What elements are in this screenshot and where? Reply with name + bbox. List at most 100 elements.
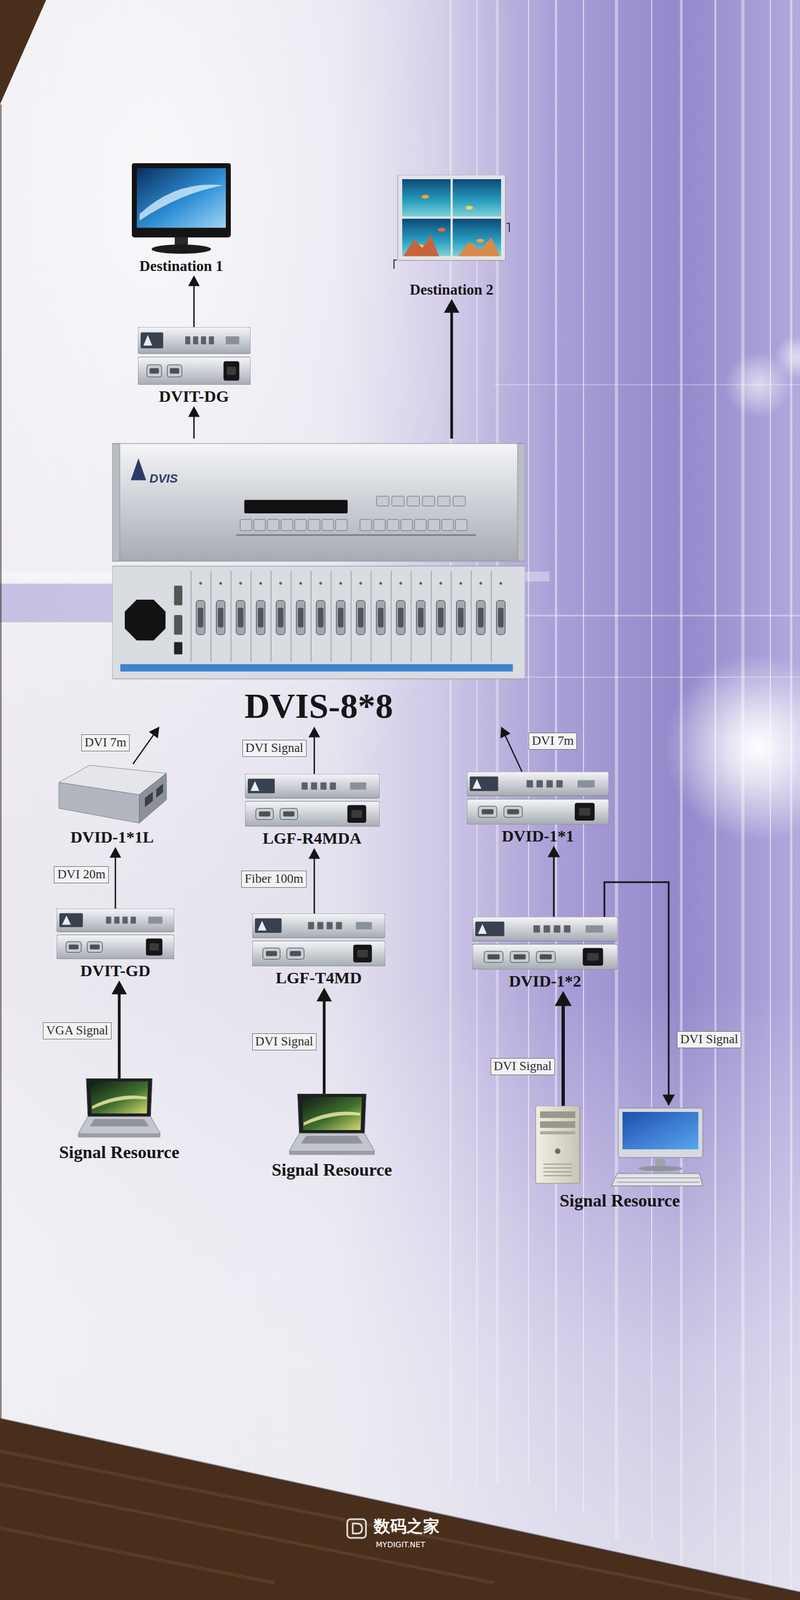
- device-name: Signal Resource: [56, 1141, 183, 1163]
- icon-part: [543, 924, 550, 932]
- icon-part: [353, 944, 372, 963]
- icon-part: [378, 607, 384, 628]
- device-illustration: [472, 916, 618, 970]
- device-node: DVIT-DG: [137, 326, 251, 407]
- icon-part: [335, 519, 348, 531]
- icon-part: [350, 781, 366, 790]
- icon-part: [223, 360, 240, 381]
- icon-part: [252, 913, 386, 938]
- device-name: Signal Resource: [534, 1190, 705, 1211]
- icon-part: [216, 600, 226, 635]
- device-name: Destination 2: [392, 281, 511, 299]
- icon-part: [543, 1170, 572, 1172]
- device-node: DVID-1*1: [467, 771, 609, 846]
- icon-part: [536, 779, 543, 787]
- device-name: DVIT-GD: [56, 960, 175, 981]
- cable-label: DVI Signal: [676, 1030, 742, 1048]
- icon-part: [579, 807, 591, 816]
- icon-part: [68, 944, 79, 950]
- icon-part: [499, 581, 503, 585]
- icon-part: [247, 778, 275, 793]
- icon-part: [437, 607, 444, 628]
- icon-part: [563, 924, 571, 932]
- arrow-line: [313, 856, 316, 914]
- icon-part: [297, 1093, 367, 1133]
- icon-part: [465, 206, 474, 210]
- device-illustration: [78, 1078, 161, 1138]
- icon-part: [458, 607, 464, 628]
- icon-part: [254, 918, 282, 933]
- icon-part: [310, 781, 318, 790]
- icon-part: [359, 519, 372, 531]
- icon-part: [370, 570, 372, 662]
- icon-part: [416, 600, 426, 635]
- icon-part: [89, 1118, 149, 1126]
- icon-part: [219, 581, 222, 585]
- icon-part: [397, 607, 404, 628]
- device-node: Signal Resource: [56, 1078, 183, 1163]
- device-illustration: [393, 174, 510, 269]
- arrow-head: [188, 406, 200, 418]
- icon-part: [351, 809, 363, 818]
- icon-part: [208, 336, 214, 344]
- device-icon: [245, 773, 380, 827]
- icon-part: [210, 570, 212, 662]
- icon-part: [441, 519, 454, 531]
- icon-part: [347, 804, 366, 823]
- arrow-line: [193, 414, 196, 439]
- device-icon: [55, 763, 169, 826]
- icon-part: [317, 921, 324, 929]
- icon-part: [279, 808, 298, 820]
- icon-part: [149, 368, 159, 374]
- icon-part: [472, 943, 618, 970]
- icon-part: [326, 921, 333, 929]
- icon-part: [290, 570, 292, 662]
- signal-arrow: [109, 846, 122, 909]
- device-icon: [467, 771, 609, 825]
- icon-part: [622, 1111, 699, 1149]
- icon-part: [319, 581, 322, 585]
- icon-part: [553, 924, 561, 932]
- icon-part: [267, 519, 280, 531]
- icon-part: [476, 600, 486, 635]
- icon-part: [190, 570, 192, 662]
- icon-part: [556, 779, 564, 787]
- icon-part: [546, 779, 553, 787]
- device-name: DVIS-8*8: [112, 685, 526, 727]
- icon-part: [476, 239, 485, 243]
- icon-part: [265, 950, 277, 956]
- icon-part: [167, 364, 182, 377]
- icon-part: [472, 778, 482, 789]
- icon-part: [197, 607, 204, 628]
- icon-part: [554, 1148, 561, 1154]
- arrow-line: [118, 991, 121, 1079]
- arrow-line: [313, 735, 316, 774]
- icon-part: [487, 953, 500, 959]
- icon-part: [357, 607, 364, 628]
- icon-part: [174, 585, 183, 606]
- icon-part: [236, 534, 476, 536]
- icon-part: [130, 916, 137, 924]
- icon-part: [137, 357, 251, 385]
- arrow-head: [109, 846, 122, 858]
- icon-part: [245, 801, 380, 827]
- arrow-line: [132, 732, 155, 764]
- icon-part: [582, 947, 604, 966]
- icon-part: [257, 607, 264, 628]
- icon-part: [124, 599, 166, 641]
- icon-part: [410, 570, 413, 662]
- icon-part: [145, 791, 153, 807]
- icon-part: [452, 496, 466, 507]
- icon-part: [472, 916, 618, 941]
- icon-part: [58, 782, 140, 824]
- signal-arrow: [308, 726, 321, 774]
- device-icon: [131, 163, 231, 256]
- icon-part: [146, 937, 163, 955]
- device-name: Destination 1: [131, 257, 231, 275]
- device-name: LGF-R4MDA: [245, 828, 380, 848]
- icon-part: [276, 600, 286, 635]
- cable-label: DVI 7m: [528, 732, 577, 750]
- icon-part: [455, 519, 468, 531]
- icon-part: [390, 570, 392, 662]
